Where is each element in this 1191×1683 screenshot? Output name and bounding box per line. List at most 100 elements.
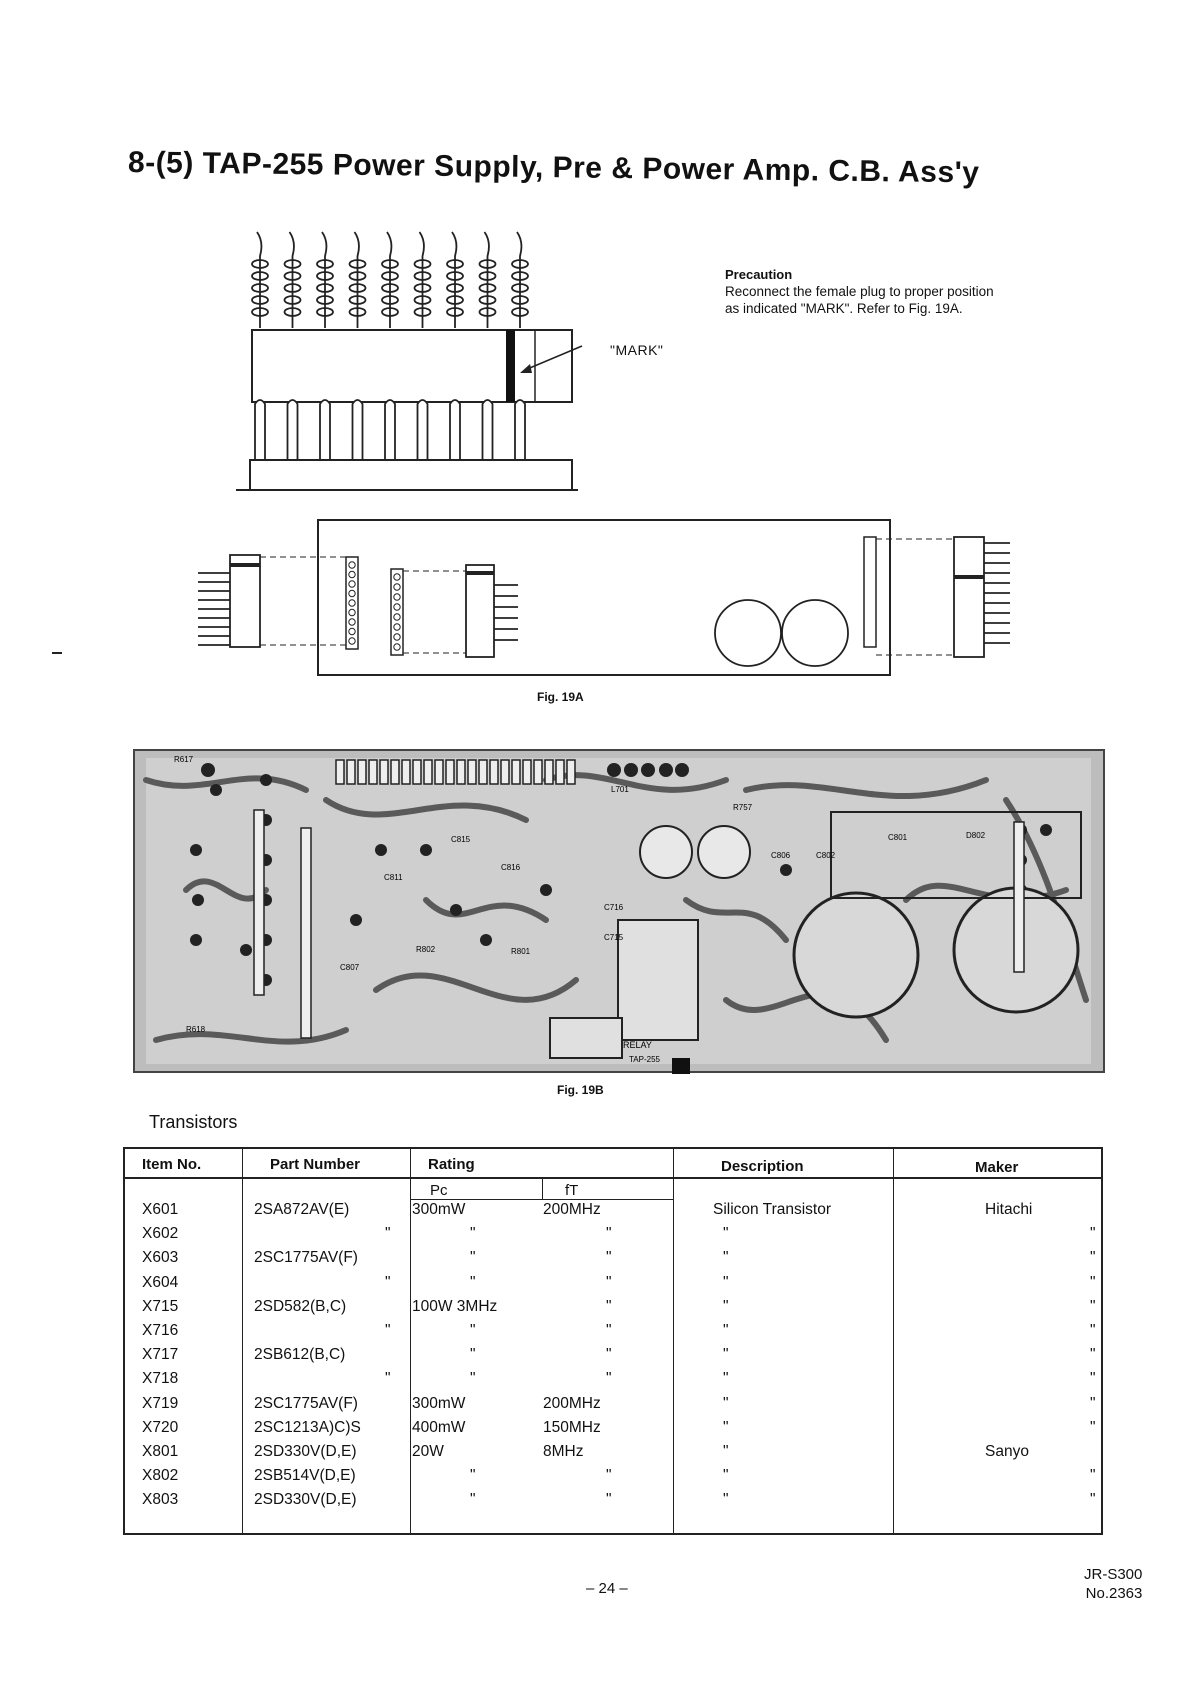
cell-ft: 200MHz [543,1394,601,1412]
connector-wires [251,231,529,328]
pcb-label-c807: C807 [340,963,360,972]
pcb-label-c716: C716 [604,903,624,912]
cell-maker: " [1090,1394,1096,1412]
board-outline [317,519,891,676]
solder-pad [240,944,252,956]
solder-pad [375,844,387,856]
cell-pc: " [470,1249,476,1267]
cell-pc: " [470,1273,476,1291]
cell-maker: " [1090,1346,1096,1364]
cell-part: " [385,1225,391,1243]
pcb-label-r617: R617 [174,755,194,764]
cell-part: " [385,1322,391,1339]
cell-desc: " [723,1322,729,1339]
header-pin [319,399,331,460]
cell-maker: Hitachi [985,1201,1033,1218]
cell-desc: " [723,1273,729,1291]
pcb-label-r618: R618 [186,1025,206,1034]
coil-loop [511,259,529,269]
transistors-table: Item No. Part Number Rating Description … [123,1147,1103,1535]
cell-ft: " [606,1491,612,1509]
solder-pad [607,763,621,777]
cell-ft: " [606,1297,612,1315]
cell-item: X603 [142,1249,179,1267]
solder-pad [260,774,272,786]
cell-part: 2SC1775AV(F) [254,1249,358,1267]
scan-speck [52,652,62,654]
fig-19b-pcb-photo: RELAY TAP-255 L701 C806 C801 R757 C811 C… [133,749,1105,1074]
coil-loop [478,271,497,281]
coil-loop [381,307,399,317]
doc-ref-model: JR-S300 [1084,1566,1143,1583]
cell-ft: 200MHz [543,1201,601,1218]
coil-loop [478,259,497,269]
coil-loop [511,295,529,305]
coil-loop [251,259,269,269]
coil-loop [251,295,269,305]
cell-item: X719 [142,1394,179,1412]
cell-item: X715 [142,1297,179,1315]
coil-l701 [639,825,693,879]
cell-part: 2SC1213A)C)S [254,1418,361,1436]
coil-loop [413,283,432,293]
solder-pad [641,763,655,777]
coil-loop [348,307,367,317]
cell-pc: 100W 3MHz [412,1297,498,1315]
precaution-heading: Precaution [725,267,793,282]
cell-pc: 20W [412,1443,444,1460]
coil-loop [381,283,399,293]
solder-pad [350,914,362,926]
solder-pad [210,784,222,796]
pcb-label-c802: C802 [816,851,836,860]
mark-label: "MARK" [610,342,664,358]
cell-desc: Silicon Transistor [713,1201,832,1218]
large-capacitor-1 [792,891,920,1019]
cell-maker: " [1090,1418,1096,1436]
coil-loop [446,271,464,281]
coil-loop [446,295,464,305]
cell-part: 2SA872AV(E) [254,1201,350,1218]
cell-item: X716 [142,1322,179,1339]
coil-loop [283,259,302,269]
pcb-label-r801: R801 [511,947,531,956]
cell-pc: " [470,1467,476,1485]
solder-pad [480,934,492,946]
middle-plug-icon [465,564,518,658]
right-plug-icon [953,536,1010,658]
cell-part: 2SB514V(D,E) [254,1467,356,1485]
cell-ft: " [606,1346,612,1364]
cell-pc: " [470,1322,476,1339]
cell-desc: " [723,1443,729,1460]
coil-loop [348,271,367,281]
cell-maker: " [1090,1491,1096,1509]
cell-desc: " [723,1491,729,1509]
coil-loop [251,271,269,281]
cell-item: X718 [142,1370,179,1388]
cell-part: 2SC1775AV(F) [254,1394,358,1412]
solder-pad [675,763,689,777]
precaution-note: Precaution Reconnect the female plug to … [725,266,1085,317]
header-strip-3 [863,536,877,648]
male-header-base [249,459,573,491]
cell-item: X717 [142,1346,179,1364]
pcb-label-c811: C811 [384,873,403,882]
coil-loop [316,283,334,293]
solder-pad [540,884,552,896]
coil-loop [251,307,269,317]
solder-pad [190,934,202,946]
cell-pc: " [470,1225,476,1243]
header-pin [286,399,299,460]
cell-ft: " [606,1322,612,1339]
cell-maker: " [1090,1467,1096,1485]
cell-maker: " [1090,1370,1096,1388]
subheader-ft: fT [565,1182,579,1199]
coil-loop [446,307,464,317]
coil-loop [381,271,399,281]
relay [617,919,699,1041]
coil-loop [511,271,529,281]
cell-pc: 300mW [412,1201,466,1218]
pcb-label-c815: C815 [451,835,471,844]
solder-pad [192,894,204,906]
cell-ft: " [606,1370,612,1388]
pcb-label-l701: L701 [611,785,629,794]
